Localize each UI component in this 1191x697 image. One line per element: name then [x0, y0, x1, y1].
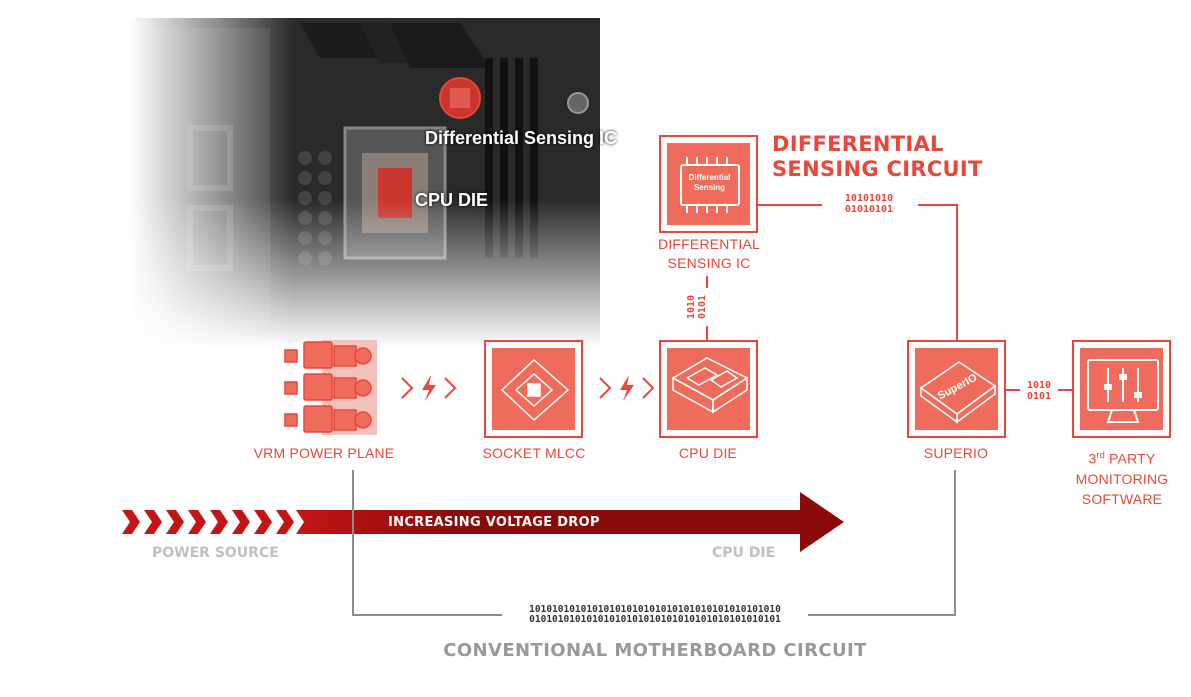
motherboard-photo: Differential Sensing IC CPU DIE	[130, 18, 617, 348]
circuit-title-line2: SENSING CIRCUIT	[772, 157, 983, 181]
superio-label: SUPERIO	[923, 445, 989, 461]
vertical-binary-line2: 0101	[697, 294, 708, 320]
superio-box: SuperIO	[907, 340, 1006, 438]
arrow-cpu-die-label: CPU DIE	[712, 545, 776, 561]
superio-fill: SuperIO	[915, 348, 998, 430]
conventional-binary-line1: 1010101010101010101010101010101010101010…	[529, 604, 781, 615]
chip-text-2: Sensing	[693, 183, 726, 192]
software-label-line1: 3rd PARTY	[1088, 450, 1156, 467]
voltage-drop-arrow	[122, 492, 844, 552]
conventional-line-left-h	[352, 614, 502, 616]
software-box	[1072, 340, 1171, 438]
conventional-label: CONVENTIONAL MOTHERBOARD CIRCUIT	[443, 640, 867, 661]
ic-to-binary-line	[758, 204, 822, 206]
binary-to-superio-line-v	[956, 204, 958, 340]
conventional-binary: 1010101010101010101010101010101010101010…	[505, 605, 805, 625]
binary-to-superio-line-h	[918, 204, 958, 206]
diff-sensing-ic-label-line1: DIFFERENTIAL	[658, 236, 760, 252]
chevron-right-icon	[401, 377, 414, 399]
superio-to-software-line-2	[1058, 389, 1072, 391]
socket-mlcc-label: SOCKET MLCC	[482, 445, 586, 461]
diff-sensing-ic-fill: Differential Sensing	[667, 143, 750, 225]
vrm-label: VRM POWER PLANE	[253, 445, 395, 461]
socket-mlcc-box	[484, 340, 583, 438]
callout-cpu-die: CPU DIE	[415, 190, 489, 210]
software-fill	[1080, 348, 1163, 430]
socket-icon	[500, 358, 570, 422]
lightning-icon-2	[620, 375, 634, 401]
vrm-icon	[284, 340, 377, 435]
callout-differential-sensing-ic: Differential Sensing IC	[425, 128, 618, 148]
power-flow-arrow-2	[599, 375, 655, 401]
cpu-die-fill	[667, 348, 750, 430]
power-flow-arrow-1	[401, 375, 457, 401]
circuit-title-line1: DIFFERENTIAL	[772, 132, 944, 156]
cpu-die-label: CPU DIE	[678, 445, 738, 461]
monitor-icon	[1087, 359, 1159, 423]
superio-to-software-line-1	[1006, 389, 1020, 391]
right-binary-line1: 1010	[1026, 380, 1052, 391]
arrow-body	[296, 492, 844, 552]
power-source-label: POWER SOURCE	[152, 545, 279, 561]
chevron-right-icon-2	[444, 377, 457, 399]
voltage-drop-label: INCREASING VOLTAGE DROP	[388, 515, 600, 530]
superio-chip-icon	[919, 361, 997, 424]
conventional-binary-line2: 0101010101010101010101010101010101010101…	[529, 614, 781, 625]
top-binary: 10101010 01010101	[828, 193, 910, 215]
diff-sensing-ic-box: Differential Sensing	[659, 135, 758, 233]
conventional-line-left-v	[352, 470, 354, 616]
lightning-icon	[422, 375, 436, 401]
motherboard-illustration	[130, 18, 600, 348]
chip-icon	[680, 157, 740, 213]
circuit-title: DIFFERENTIAL SENSING CIRCUIT	[772, 132, 983, 182]
diff-sensing-ic-label: DIFFERENTIAL SENSING IC	[640, 235, 778, 273]
software-label-line3: SOFTWARE	[1081, 490, 1163, 507]
vrm-power-plane-icon	[282, 340, 377, 435]
software-label-line2: MONITORING	[1075, 470, 1169, 487]
right-binary-line2: 0101	[1026, 391, 1052, 402]
ic-to-cpu-line-top	[706, 276, 708, 288]
arrow-chevrons	[122, 510, 294, 534]
conventional-line-right-v	[954, 470, 956, 616]
top-binary-line2: 01010101	[844, 204, 894, 215]
diff-sensing-ic-label-line2: SENSING IC	[667, 255, 751, 271]
conventional-line-right-h	[808, 614, 956, 616]
right-binary: 1010 0101	[1020, 380, 1058, 402]
cpu-icon	[671, 357, 749, 414]
socket-mlcc-fill	[492, 348, 575, 430]
chip-text-1: Differential	[688, 173, 731, 182]
top-binary-line1: 10101010	[844, 193, 894, 204]
ic-to-cpu-line-bottom	[706, 326, 708, 340]
cpu-die-box	[659, 340, 758, 438]
vertical-binary: 1010 0101	[686, 292, 730, 322]
vertical-binary-line1: 1010	[686, 294, 697, 320]
software-label: 3rd PARTY MONITORING SOFTWARE	[1060, 445, 1184, 509]
